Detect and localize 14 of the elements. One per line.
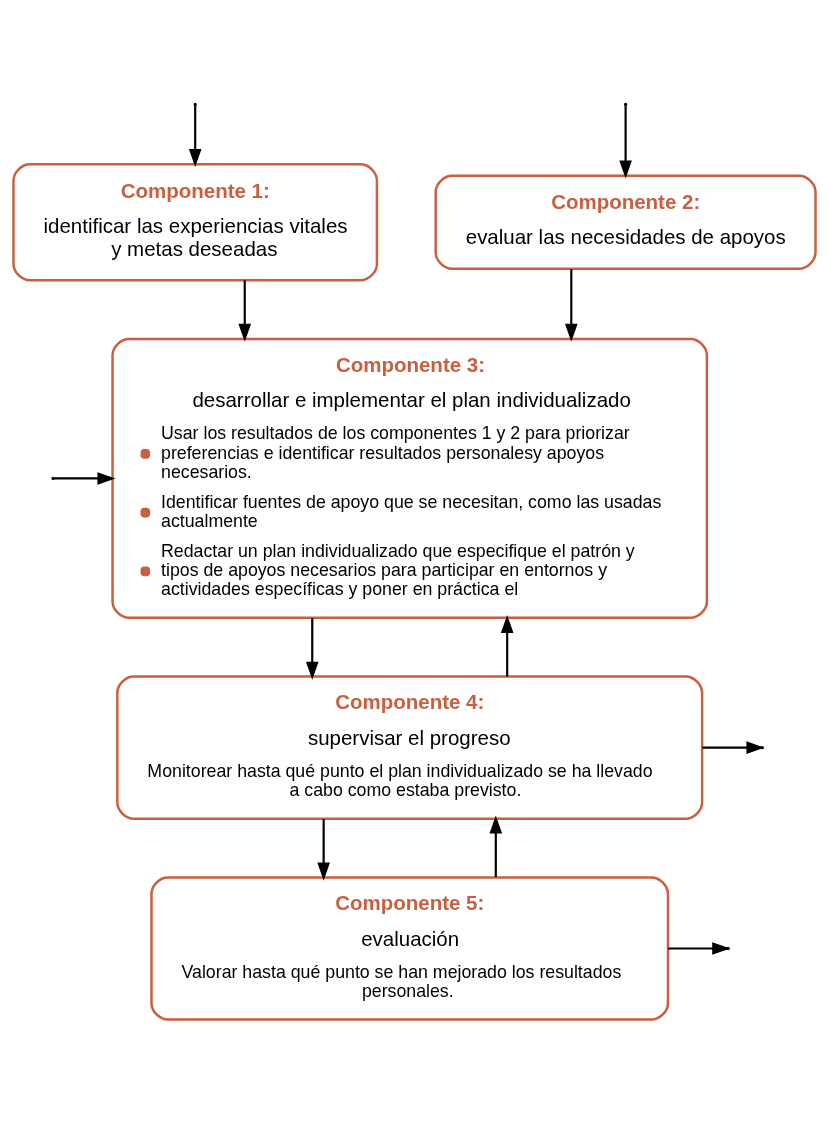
arrow [564, 269, 578, 342]
node-box: Componente 2: evaluar las necesidades de apoyos [434, 174, 817, 270]
arrow [317, 819, 330, 881]
arrow [619, 105, 632, 179]
arrow [500, 614, 514, 677]
arrow [238, 280, 252, 342]
node-box: Componente 3: desarrollar e implementar el plan individualizado Usar los resultados de los componentes 1 y 2 para priorizar preferencias e identificar resultados personalesy apoyos necesarios. Identificar fuentes de apoyo que se necesitan, como las usadas actualmente Redactar un plan individualizado que especifique el patrón y tipos de apoyos necesarios para participar en entornos y actividades específicas y poner en práctica el [111, 337, 709, 620]
arrow [489, 815, 503, 878]
node-box: Componente 4: supervisar el progreso Monitorear hasta qué punto el plan individualizado se ha llevado a cabo como estaba previsto. [116, 675, 704, 820]
arrow [305, 618, 319, 680]
node-box: Componente 5: evaluación Valorar hasta qué punto se han mejorado los resultados personales. [150, 876, 670, 1021]
arrow [188, 105, 202, 167]
arrow [54, 472, 116, 485]
node-box: Componente 1: identificar las experiencias vitales y metas deseadas [12, 162, 379, 282]
